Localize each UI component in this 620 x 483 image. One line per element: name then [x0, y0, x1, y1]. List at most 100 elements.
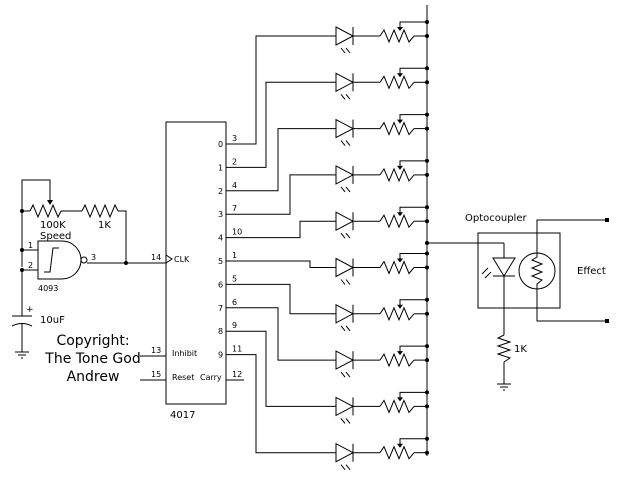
led-light-arrow: [345, 464, 351, 471]
clk-label: CLK: [174, 255, 190, 264]
nand-gate-4093: [37, 240, 82, 280]
output-q-label: 1: [218, 163, 223, 172]
opto-light-arrow: [484, 271, 492, 279]
led-light-arrow: [340, 93, 346, 100]
schmitt-symbol: [44, 247, 59, 273]
trimmer-wiper-wire: [399, 206, 427, 214]
output-pin-number: 4: [232, 181, 237, 190]
trimmer-resistor: [379, 28, 415, 44]
output-pin-number: 5: [232, 274, 237, 283]
led-light-arrow: [345, 93, 351, 100]
feedback-wire: [21, 179, 51, 267]
led-light-arrow: [340, 186, 346, 193]
junction-dot: [425, 158, 429, 163]
output-pin-number: 7: [232, 204, 237, 213]
res-1k-bottom-label: 1K: [514, 344, 527, 355]
optocoupler-section: Optocoupler Effect 1K: [425, 213, 609, 391]
led-light-arrow: [340, 325, 346, 332]
inhibit-label: Inhibit: [172, 349, 197, 358]
effect-terminal-top: [605, 218, 609, 222]
output-route-wire: [226, 307, 336, 361]
trimmer-resistor: [379, 445, 415, 461]
junction-dot: [425, 358, 429, 363]
led-light-arrow: [345, 140, 351, 146]
junction-dot: [425, 344, 429, 349]
junction-dot: [425, 297, 429, 302]
junction-dot: [425, 436, 429, 441]
output-pin-number: 1: [232, 251, 237, 260]
junction-dot: [425, 219, 429, 224]
gate-pin-3: 3: [91, 253, 96, 262]
trimmer-wiper-arrow: [397, 443, 403, 448]
inhibit-pin-number: 13: [151, 346, 161, 355]
carry-label: Carry: [200, 373, 222, 382]
junction-dot: [425, 205, 429, 210]
trimmer-resistor: [379, 352, 415, 368]
trimmer-resistor: [379, 75, 415, 90]
output-route-wire: [226, 128, 336, 192]
output-q-label: 4: [218, 234, 223, 243]
output-route-wire: [226, 260, 336, 268]
led-light-arrow: [340, 279, 346, 285]
trimmer-wiper-arrow: [397, 351, 403, 356]
trimmer-wiper-arrow: [397, 397, 403, 402]
trimmer-wiper-wire: [399, 21, 427, 28]
led-light-arrow: [345, 47, 351, 54]
led-triangle: [335, 26, 355, 46]
output-q-label: 7: [218, 304, 223, 313]
trimmer-wiper-arrow: [397, 27, 403, 31]
junction-dot: [425, 172, 429, 177]
trimmer-resistor: [379, 213, 415, 229]
pot-wiper-arrow: [47, 200, 53, 205]
output-route-wire: [226, 354, 336, 454]
trimmer-wiper-arrow: [397, 258, 403, 263]
optocoupler-box: [477, 232, 561, 309]
trimmer-resistor: [379, 167, 415, 183]
reset-label: Reset: [172, 373, 194, 382]
junction-dot: [425, 34, 429, 38]
led-triangle: [335, 396, 355, 417]
output-pin-number: 11: [232, 345, 242, 354]
trimmer-wiper-wire: [399, 299, 427, 306]
gate-pin-2: 2: [28, 261, 33, 270]
trimmer-wiper-wire: [399, 345, 427, 353]
chip-4093-label: 4093: [38, 284, 58, 293]
trimmer-resistor: [379, 121, 415, 136]
copyright-line-2: The Tone God: [44, 351, 140, 367]
resistor-1k-top: [81, 203, 119, 219]
junction-dot: [425, 390, 429, 395]
output-q-label: 0: [218, 140, 223, 149]
output-pin-number: 9: [232, 321, 237, 330]
output-q-label: 6: [218, 280, 223, 289]
junction-dot: [425, 20, 429, 24]
capacitor-plate-bottom: [11, 323, 33, 327]
speed-potentiometer: [29, 203, 62, 219]
led-triangle: [335, 257, 355, 278]
led-triangle: [335, 211, 355, 232]
led-light-arrow: [345, 418, 351, 424]
effect-wire-bottom: [536, 289, 608, 322]
trimmer-resistor: [379, 306, 415, 322]
copyright-block: Copyright: The Tone God Andrew: [44, 333, 140, 385]
output-q-label: 3: [218, 210, 223, 219]
junction-dot: [425, 311, 429, 316]
gate-pin-1: 1: [28, 241, 33, 250]
pot-100k-label: 100K: [40, 220, 66, 231]
output-route-wire: [226, 81, 336, 168]
led-light-arrow: [340, 371, 346, 378]
resistor-1k-bottom: [496, 334, 512, 363]
output-q-label: 8: [218, 327, 223, 336]
trimmer-wiper-arrow: [397, 119, 403, 124]
junction-dot: [425, 80, 429, 85]
led-triangle: [335, 303, 355, 324]
output-q-label: 2: [218, 187, 223, 196]
copyright-line-1: Copyright:: [56, 333, 129, 349]
speed-label: Speed: [40, 231, 71, 242]
led-light-arrow: [340, 464, 346, 471]
output-pin-number: 2: [232, 157, 237, 166]
junction-dot: [425, 126, 429, 131]
trimmer-resistor: [379, 260, 415, 275]
led-light-arrow: [345, 186, 351, 193]
